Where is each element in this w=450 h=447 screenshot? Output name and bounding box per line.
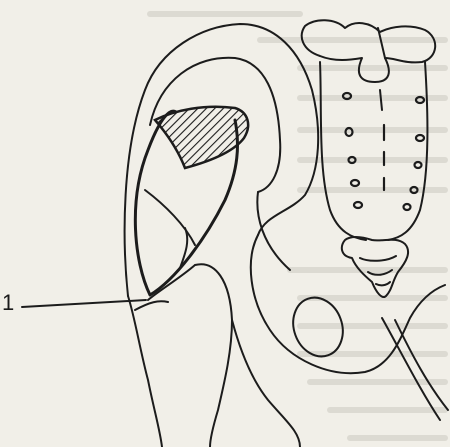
sacrum-body — [320, 62, 427, 240]
pubic-symphysis-lines — [382, 318, 448, 420]
sacrum-upper-body — [302, 20, 435, 82]
femur-outline — [128, 264, 232, 447]
sacroiliac-line — [257, 192, 290, 270]
bleed-through-text — [150, 14, 445, 438]
iliac-crest-outline — [125, 24, 319, 296]
callout-leader-line — [22, 300, 146, 307]
ischium-outline — [232, 320, 300, 447]
hatched-origin-area — [155, 107, 248, 168]
callout-label: 1 — [2, 290, 14, 316]
